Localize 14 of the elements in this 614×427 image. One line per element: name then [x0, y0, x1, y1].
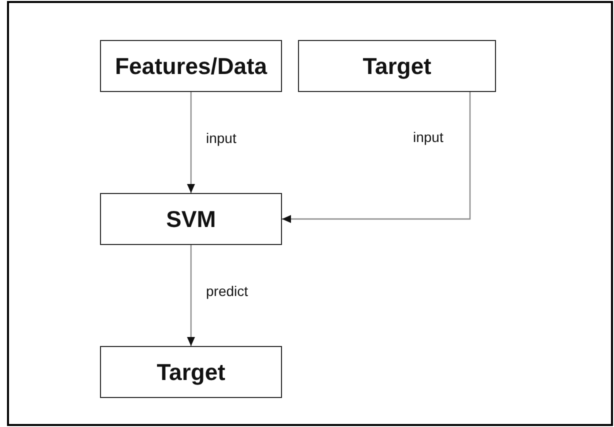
box-label: Target [362, 52, 432, 80]
box-label: SVM [166, 206, 216, 232]
process-box [100, 193, 282, 245]
process-box [298, 40, 496, 92]
process-box [100, 346, 282, 398]
edge-label: input [206, 130, 236, 146]
edge-label: predict [206, 282, 248, 298]
arrow [187, 245, 195, 346]
box-label: Target [156, 358, 226, 386]
edge-label: input [413, 129, 444, 145]
box-label: Features/Data [114, 52, 268, 80]
process-box [100, 40, 282, 92]
arrow [187, 92, 195, 193]
arrow [282, 92, 471, 223]
